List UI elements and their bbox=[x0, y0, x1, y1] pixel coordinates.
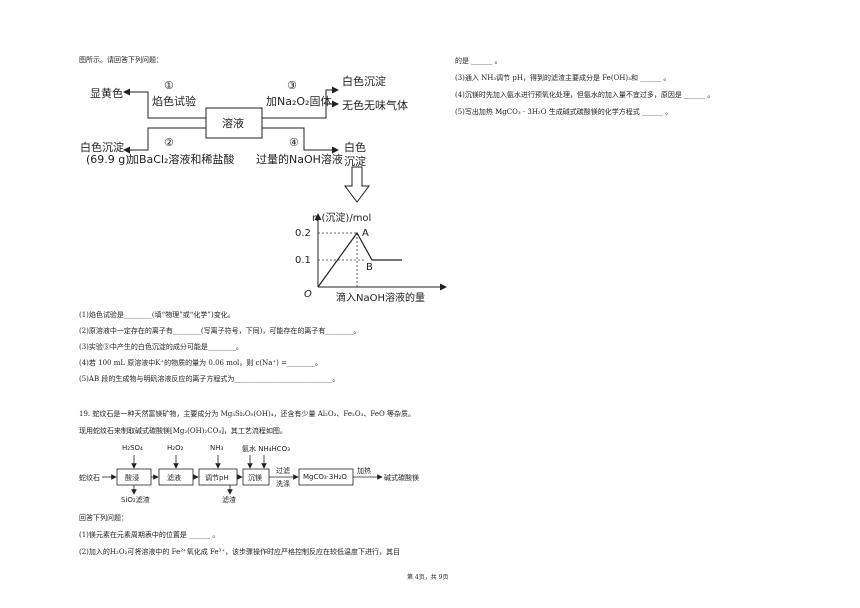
graph-xlabel: 滴入NaOH溶液的量 bbox=[336, 293, 425, 304]
flow-op-1: 过滤 bbox=[276, 467, 290, 475]
page-footer: 第 4页，共 9页 bbox=[407, 574, 449, 581]
right-line-0: 的是 ______ 。 bbox=[455, 57, 502, 65]
q19-sub-1: (1)镁元素在元素周期表中的位置是 ______ 。 bbox=[79, 531, 220, 539]
graph-point-b: B bbox=[366, 262, 373, 273]
circle-4: ④ bbox=[289, 136, 299, 149]
question-4: (4)若 100 mL 原溶液中K⁺的物质的量为 0.06 mol，则 c(Na… bbox=[79, 359, 322, 367]
arrow-step1 bbox=[123, 88, 206, 119]
flow-end: 碱式碳酸镁 bbox=[384, 474, 419, 482]
circle-2: ② bbox=[164, 136, 174, 149]
flow-reagent-2: H₂O₂ bbox=[167, 444, 184, 452]
flow-box-5-label: MgCO₃·3H₂O bbox=[303, 473, 347, 481]
graph-point-a: A bbox=[362, 228, 369, 239]
flow-box-1-label: 酸浸 bbox=[125, 474, 139, 482]
arrow-step2 bbox=[123, 127, 206, 154]
result1-label: 显黄色 bbox=[90, 87, 123, 100]
question-5: (5)AB 段的生成物与明矾溶液反应的离子方程式为_______________… bbox=[79, 375, 340, 383]
result4-label-b: 沉淀 bbox=[344, 155, 366, 168]
step3-label: 加Na₂O₂固体 bbox=[266, 95, 332, 108]
flow-op-3: 加热 bbox=[357, 467, 371, 475]
intro-text: 图所示。请回答下列问题： bbox=[79, 56, 163, 64]
graph-ylabel: n (沉淀)/mol bbox=[312, 213, 372, 224]
result4-label-a: 白色 bbox=[344, 141, 366, 154]
solution-box bbox=[205, 107, 263, 139]
question-1: (1)焰色试验是________(填“物理”或“化学”)变化。 bbox=[79, 311, 235, 319]
q19-sub-2: (2)加入的H₂O₂可将溶液中的 Fe²⁺氧化成 Fe³⁺，该步骤操作时应严格控… bbox=[79, 548, 401, 556]
solution-label: 溶液 bbox=[222, 117, 244, 130]
q19-line2: 现用蛇纹石来制取碱式碳酸镁[Mg₂(OH)₂CO₃]，其工艺流程如图。 bbox=[79, 427, 287, 435]
result3-label-b: 无色无味气体 bbox=[342, 99, 408, 112]
flow-reagent-4: 氨水 NH₄HCO₃ bbox=[242, 445, 290, 453]
result3-label-a: 白色沉淀 bbox=[342, 75, 386, 88]
circle-1: ① bbox=[164, 79, 174, 92]
flow-out-2: 滤渣 bbox=[222, 496, 236, 504]
q19-line1: 19. 蛇纹石是一种天然富镁矿物，主要成分为 Mg₃Si₂O₅(OH)₄，还含有… bbox=[79, 410, 415, 418]
result2-label-b: (69.9 g) bbox=[86, 153, 130, 166]
flow-reagent-1: H₂SO₄ bbox=[122, 444, 143, 452]
hollow-down-arrow bbox=[344, 166, 370, 203]
right-line-4: (4)沉镁时先加入氨水进行预氧化处理，但氨水的加入量不宜过多，原因是 _____… bbox=[455, 91, 715, 99]
flow-reagent-3: NH₃ bbox=[210, 444, 224, 452]
flow-op-2: 洗涤 bbox=[276, 480, 290, 488]
flow-box-2-label: 滤液 bbox=[167, 474, 181, 482]
question-2: (2)原溶液中一定存在的离子有________(写离子符号，下同)，可能存在的离… bbox=[79, 327, 361, 335]
right-line-5: (5)写出加热 MgCO₃ · 3H₂O 生成碱式碳酸镁的化学方程式 _____… bbox=[455, 108, 673, 116]
arrow-step4 bbox=[262, 127, 339, 154]
flow-out-1: SiO₂滤渣 bbox=[121, 496, 150, 504]
flow-start: 蛇纹石 bbox=[79, 474, 100, 482]
right-line-3: (3)通入 NH₃调节 pH，得到的滤渣主要成分是 Fe(OH)₃和 _____… bbox=[455, 74, 671, 82]
question-3: (3)实验③中产生的白色沉淀的成分可能是________。 bbox=[79, 343, 243, 351]
graph-curve bbox=[317, 231, 402, 288]
circle-3: ③ bbox=[287, 79, 297, 92]
flow-box-4-label: 沉镁 bbox=[248, 474, 262, 482]
step2-label: 加BaCl₂溶液和稀盐酸 bbox=[128, 153, 235, 166]
graph-origin: O bbox=[304, 289, 312, 300]
graph-y-tick-02: 0.2 bbox=[295, 228, 311, 239]
step4-label: 过量的NaOH溶液 bbox=[256, 153, 343, 166]
q19-answer-intro: 回答下列问题： bbox=[79, 514, 128, 522]
result2-label-a: 白色沉淀 bbox=[80, 141, 124, 154]
graph-y-tick-01: 0.1 bbox=[295, 255, 311, 266]
flow-box-3-label: 调节pH bbox=[205, 474, 229, 482]
step1-label: 焰色试验 bbox=[152, 95, 196, 108]
